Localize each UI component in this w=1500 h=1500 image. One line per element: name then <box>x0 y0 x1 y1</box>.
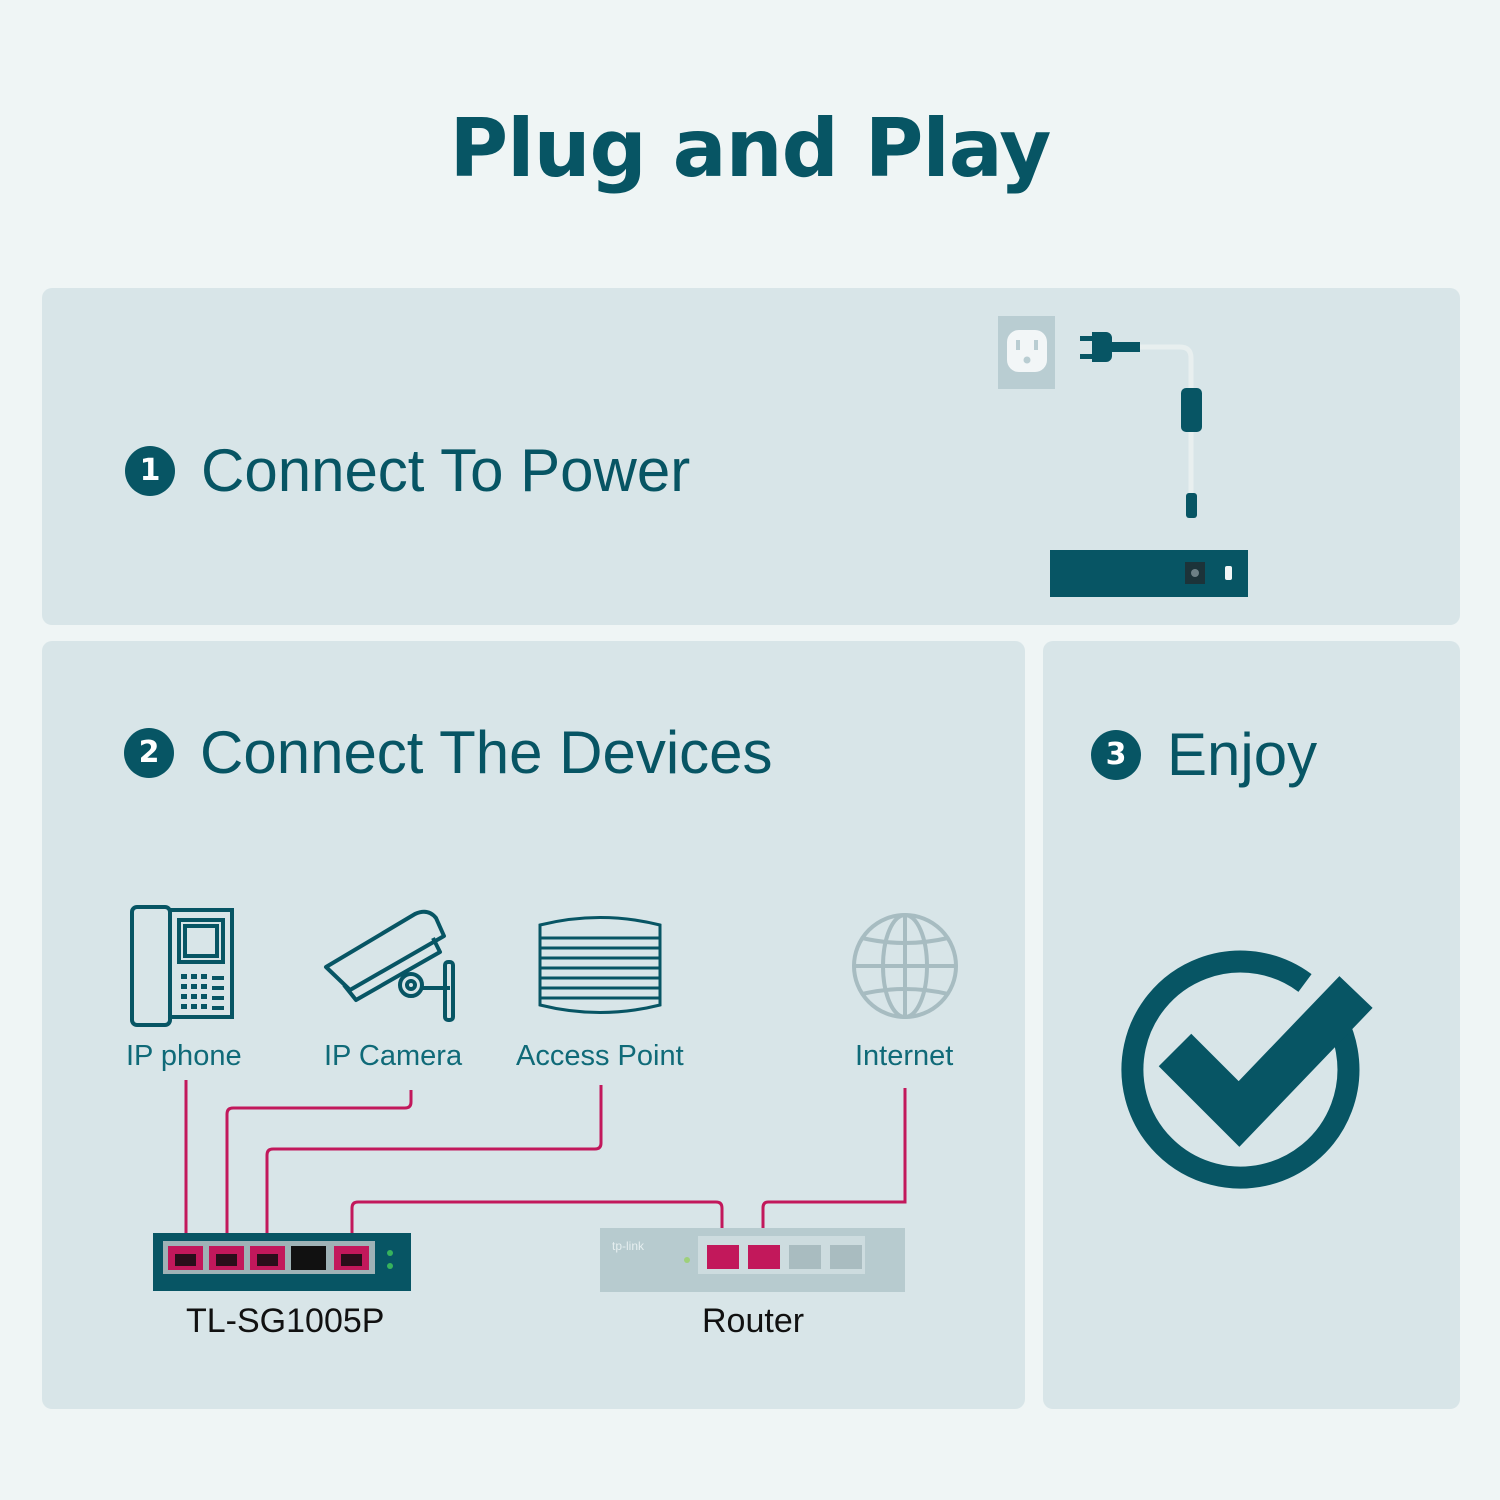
ip-phone-label: IP phone <box>126 1040 242 1072</box>
step-3-heading: 3 Enjoy <box>1091 720 1317 789</box>
page-title: Plug and Play <box>449 102 1052 195</box>
access-point-label: Access Point <box>516 1040 684 1072</box>
ip-camera-label: IP Camera <box>324 1040 463 1072</box>
step-2-heading: 2 Connect The Devices <box>124 718 773 787</box>
ip-phone-icon <box>130 905 234 1027</box>
power-adapter-icon <box>1050 332 1248 597</box>
step-3-label: Enjoy <box>1167 721 1318 788</box>
step-1-label: Connect To Power <box>201 437 691 504</box>
internet-label: Internet <box>855 1040 954 1072</box>
power-outlet-icon <box>998 316 1055 389</box>
ip-camera-icon <box>324 909 455 1022</box>
access-point-icon <box>538 916 662 1014</box>
switch-label: TL-SG1005P <box>186 1302 385 1340</box>
step-2-number: 2 <box>124 727 174 778</box>
step-1-heading: 1 Connect To Power <box>125 436 690 505</box>
switch-device <box>153 1233 411 1291</box>
globe-icon <box>852 913 958 1019</box>
router-device: tp-link <box>600 1228 905 1292</box>
ethernet-cables <box>184 1080 907 1250</box>
ip-phone-keypad <box>181 974 224 1010</box>
router-label: Router <box>702 1302 805 1340</box>
router-brand-text: tp-link <box>612 1239 645 1253</box>
step-2-label: Connect The Devices <box>200 719 773 786</box>
step-1-number: 1 <box>125 445 175 496</box>
checkmark-icon <box>1121 950 1373 1189</box>
step-3-number: 3 <box>1091 729 1141 780</box>
